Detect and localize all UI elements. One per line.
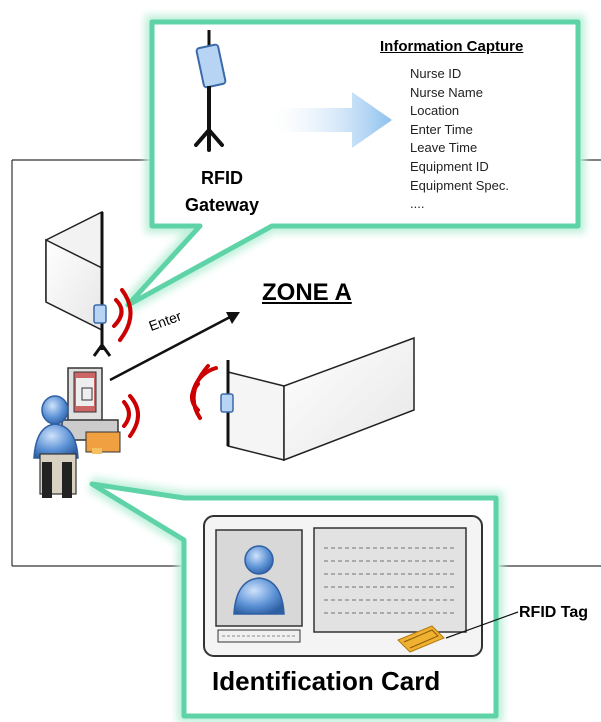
information-capture-list: Nurse ID Nurse Name Location Enter Time …: [410, 65, 509, 214]
info-item-leave-time: Leave Time: [410, 140, 478, 156]
nurse-figure: [33, 367, 121, 498]
rfid-gateway-label: RFID Gateway: [184, 168, 260, 215]
identification-card: [203, 515, 519, 657]
rfid-tag-label: RFID Tag: [519, 604, 589, 621]
rfid-tag-icon: [397, 625, 445, 653]
info-item-ellipsis: ....: [410, 196, 425, 212]
zone-boundary: [11, 159, 601, 567]
gateway-callout: [122, 15, 585, 312]
identification-card-label: Identification Card: [212, 666, 441, 696]
info-item-location: Location: [410, 103, 460, 119]
capture-arrow: [272, 92, 392, 148]
signal-waves: [112, 288, 218, 438]
right-gateway-panel: [220, 336, 415, 462]
info-item-equipment-id: Equipment ID: [410, 158, 489, 174]
rfid-gateway-icon: [194, 30, 227, 152]
enter-arrow: [109, 312, 240, 382]
info-item-nurse-id: Nurse ID: [410, 66, 462, 81]
left-gateway-panel: [45, 210, 112, 357]
information-capture-title: Information Capture: [380, 38, 524, 55]
info-item-nurse-name: Nurse Name: [410, 84, 483, 100]
zone-a-label: ZONE A: [262, 279, 352, 306]
info-item-equipment-spec: Equipment Spec.: [410, 177, 510, 193]
info-item-enter-time: Enter Time: [410, 121, 473, 137]
